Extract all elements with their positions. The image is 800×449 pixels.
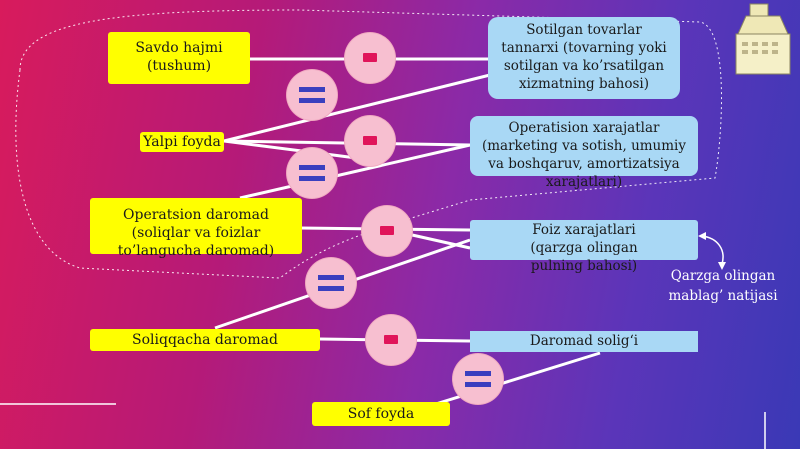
curved-arrow-icon — [701, 235, 724, 265]
minus-operator — [366, 315, 416, 365]
pretax-income-box: Soliqqacha daromad — [90, 329, 320, 351]
minus-icon — [363, 53, 377, 62]
equals-operator — [306, 258, 356, 308]
dotted-outline — [15, 9, 722, 279]
equals-operator — [453, 354, 503, 404]
minus-icon — [384, 335, 398, 344]
equals-icon — [299, 98, 325, 103]
equals-operator — [287, 70, 337, 120]
equals-icon — [318, 286, 344, 291]
cash-register-icon — [735, 3, 791, 75]
net-profit-box: Sof foyda — [312, 402, 450, 426]
equals-icon — [465, 382, 491, 387]
opex-box: Operatision xarajatlar (marketing va sot… — [470, 116, 698, 190]
minus-icon — [363, 136, 377, 145]
minus-icon — [380, 226, 394, 235]
interest-box: Foiz xarajatlari (qarzga olingan pulning… — [470, 220, 698, 274]
tax-box: Daromad solig‘i — [470, 331, 698, 352]
gross-profit-box: Yalpi foyda — [140, 132, 224, 152]
equals-operator — [287, 148, 337, 198]
operating-income-box: Operatsion daromad (soliqlar va foizlar … — [90, 198, 302, 259]
borrowed-funds-note: Qarzga olingan mablag’ natijasi — [668, 268, 778, 304]
equals-icon — [299, 176, 325, 181]
minus-operator — [345, 33, 395, 83]
minus-operator — [345, 116, 395, 166]
sales-box: Savdo hajmi (tushum) — [108, 32, 250, 84]
cogs-box: Sotilgan tovarlar tannarxi (tovarning yo… — [488, 17, 680, 99]
minus-operator — [362, 206, 412, 256]
